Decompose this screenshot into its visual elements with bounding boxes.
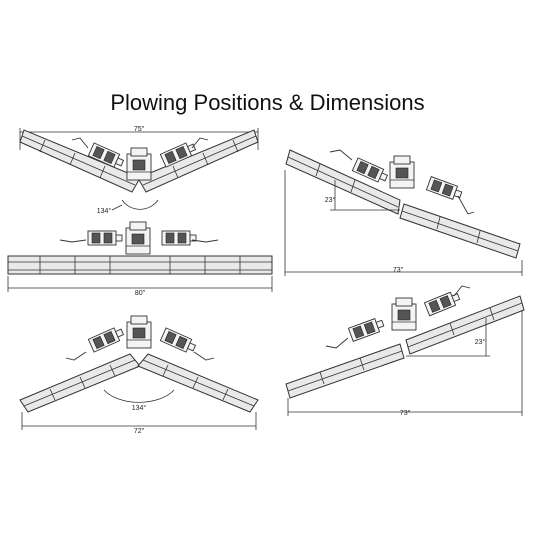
scoop-width-label: 72" [134,428,145,435]
angle-left-width-label: 73" [393,267,404,274]
v-width-label: 75" [134,126,145,133]
angle-left-position-diagram: 23° 73" [284,149,523,276]
angle-right-angle-label: 23° [475,338,486,346]
scoop-angle-label: 134° [132,404,147,412]
page-title: Plowing Positions & Dimensions [110,90,425,115]
v-position-diagram: 75" 134° [19,126,259,215]
straight-position-diagram: 80" [7,221,273,297]
angle-right-width-label: 73" [400,410,411,417]
v-angle-label: 134° [97,207,112,215]
angle-left-angle-label: 23° [325,196,336,204]
scoop-position-diagram: 134° 72" [19,315,259,435]
angle-right-position-diagram: 23° 73" [285,285,525,417]
straight-blade [7,255,273,275]
straight-width-label: 80" [135,290,146,297]
